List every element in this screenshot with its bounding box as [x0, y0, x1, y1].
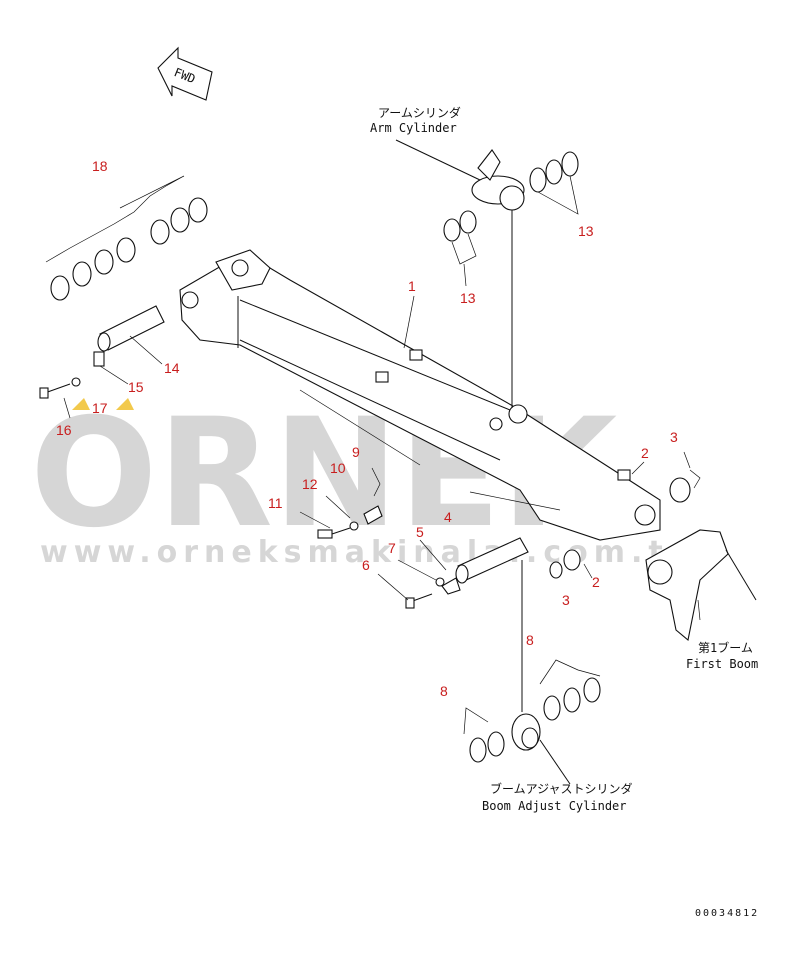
arm-cylinder	[395, 139, 525, 408]
arm-body	[179, 249, 661, 541]
boom-adjust-cylinder	[511, 560, 571, 785]
fastener-group-15-17	[39, 351, 134, 419]
part-number-2-top: 2	[641, 445, 649, 461]
washer-set-18	[45, 175, 208, 301]
marker-17-left	[72, 398, 90, 410]
bushing-group-2-3	[549, 451, 701, 579]
part-number-2-bottom: 2	[592, 574, 600, 590]
marker-17-right	[116, 398, 134, 410]
part-number-8-top: 8	[526, 632, 534, 648]
part-number-12: 12	[302, 476, 318, 492]
part-number-14: 14	[164, 360, 180, 376]
part-number-16: 16	[56, 422, 72, 438]
part-number-18: 18	[92, 158, 108, 174]
part-numbers: 18 13 13 1 14 15 17 16 3 2 9 10 12 11 4 …	[56, 158, 678, 699]
washer-set-8b	[463, 707, 505, 763]
part-number-13b: 13	[460, 290, 476, 306]
part-number-7: 7	[388, 540, 396, 556]
part-number-3-top: 3	[670, 429, 678, 445]
washer-set-13b	[443, 210, 477, 287]
drawing-code: 00034812	[695, 908, 759, 919]
boom-adjust-en-label: Boom Adjust Cylinder	[482, 799, 627, 813]
part-number-5: 5	[416, 524, 424, 540]
first-boom-jp-label: 第1ブーム	[698, 640, 753, 655]
part-number-8-left: 8	[440, 683, 448, 699]
part-number-6: 6	[362, 557, 370, 573]
part-number-10: 10	[330, 460, 346, 476]
first-boom-bracket	[645, 529, 757, 642]
washer-set-8a	[539, 659, 601, 721]
part-number-15: 15	[128, 379, 144, 395]
pin-14	[97, 305, 165, 365]
fastener-group-9-12	[299, 467, 383, 539]
part-number-4: 4	[444, 509, 452, 525]
first-boom-en-label: First Boom	[686, 657, 758, 671]
washer-set-13a	[529, 151, 579, 215]
part-number-9: 9	[352, 444, 360, 460]
part-number-13a: 13	[578, 223, 594, 239]
arm-cylinder-en-label: Arm Cylinder	[370, 121, 457, 135]
fwd-arrow-icon: FWD	[157, 46, 213, 101]
part-number-1: 1	[408, 278, 416, 294]
arm-cylinder-jp-label: アームシリンダ	[378, 105, 461, 120]
pin-group-4-7	[377, 537, 529, 609]
boom-adjust-jp-label: ブームアジャストシリンダ	[490, 781, 633, 796]
part-number-3-bottom: 3	[562, 592, 570, 608]
leader-lines	[403, 295, 645, 475]
part-number-11: 11	[268, 495, 283, 511]
part-number-17: 17	[92, 400, 108, 416]
